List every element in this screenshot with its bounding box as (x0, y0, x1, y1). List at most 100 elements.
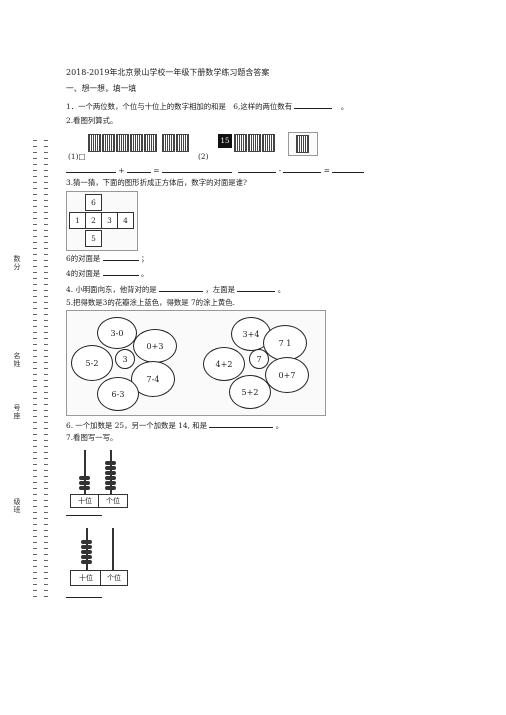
margin-char: 号 (13, 404, 21, 412)
margin-dash (33, 170, 37, 171)
cube-net-figure: 6 1 2 3 4 5 (66, 191, 138, 251)
answer-blank[interactable] (294, 100, 333, 109)
margin-dash (44, 242, 48, 243)
margin-dash (33, 152, 37, 153)
answer-line-3a: 6的对面是 ； (66, 252, 148, 264)
margin-dash (33, 212, 37, 213)
margin-dash (33, 410, 37, 411)
margin-dash (44, 344, 48, 345)
margin-dash (44, 230, 48, 231)
margin-dash (33, 452, 37, 453)
flower-center: 7 (249, 349, 269, 369)
question-4: 4. 小明面向东，他背对的是 ，左面是 。 (66, 283, 285, 295)
margin-dashes-left (33, 140, 37, 600)
margin-dash (44, 554, 48, 555)
margin-dash (33, 518, 37, 519)
answer-blank[interactable] (102, 252, 139, 261)
margin-dash (44, 452, 48, 453)
answer-blank[interactable] (66, 515, 102, 516)
margin-dash (44, 362, 48, 363)
margin-dash (44, 164, 48, 165)
stick-bundle-icon (130, 134, 143, 152)
margin-dash (44, 338, 48, 339)
margin-dash (33, 278, 37, 279)
margin-dash (33, 314, 37, 315)
margin-dash (44, 536, 48, 537)
margin-dash (44, 314, 48, 315)
answer-blank[interactable] (66, 164, 116, 173)
flower-petal[interactable]: 0+3 (133, 329, 177, 363)
question-4-mid: ，左面是 (205, 285, 235, 294)
flower-petal[interactable]: 7 1 (263, 325, 307, 361)
plus-sign: + (118, 166, 125, 175)
place-label: 个位 (98, 494, 128, 508)
margin-dash (44, 518, 48, 519)
margin-dash (44, 158, 48, 159)
margin-dash (44, 194, 48, 195)
margin-dash (44, 590, 48, 591)
margin-dash (44, 416, 48, 417)
margin-dash (33, 488, 37, 489)
answer-blank[interactable] (238, 164, 277, 173)
abacus-bead (81, 540, 92, 544)
margin-dash (44, 200, 48, 201)
margin-char: 数 (13, 255, 21, 263)
margin-dash (33, 248, 37, 249)
abacus-bead (79, 476, 90, 480)
abacus-bead (105, 476, 116, 480)
answer-blank[interactable] (237, 283, 276, 292)
answer-blank[interactable] (332, 164, 365, 173)
margin-dash (33, 482, 37, 483)
margin-dash (33, 266, 37, 267)
margin-dash (44, 266, 48, 267)
margin-dash (44, 530, 48, 531)
flower-petal[interactable]: 4+2 (203, 347, 245, 381)
margin-dash (44, 170, 48, 171)
margin-dash (33, 374, 37, 375)
answer-blank[interactable] (102, 267, 139, 276)
flower-petal[interactable]: 5+2 (229, 375, 271, 409)
answer-blank[interactable] (126, 164, 151, 173)
margin-label-name: 名 姓 (13, 352, 21, 368)
margin-dash (33, 194, 37, 195)
abacus-bead (105, 461, 116, 465)
net-cell: 3 (101, 212, 118, 229)
margin-dash (33, 236, 37, 237)
page-title: 2018-2019年北京景山学校一年级下册数学练习题含答案 (66, 68, 270, 77)
abacus-bead (105, 466, 116, 470)
margin-dashes-right (44, 140, 48, 600)
flower-petal[interactable]: 0+7 (265, 357, 309, 393)
question-5: 5.把得数是3的花瓣涂上蓝色，得数是 7的涂上黄色. (66, 298, 235, 307)
margin-dash (44, 542, 48, 543)
margin-label-class: 级 班 (13, 498, 21, 514)
abacus-bead (105, 471, 116, 475)
answer-blank[interactable] (283, 164, 322, 173)
margin-dash (44, 488, 48, 489)
margin-dash (33, 464, 37, 465)
answer-blank[interactable] (66, 597, 102, 598)
margin-dash (33, 146, 37, 147)
abacus-bead (81, 545, 92, 549)
flower-petal[interactable]: 6-3 (97, 377, 139, 411)
margin-dash (33, 386, 37, 387)
margin-dash (44, 566, 48, 567)
margin-dash (33, 290, 37, 291)
margin-dash (33, 140, 37, 141)
margin-char: 座 (13, 412, 21, 420)
margin-dash (44, 434, 48, 435)
question-7: 7.看图写一写。 (66, 433, 118, 442)
margin-dash (44, 356, 48, 357)
margin-dash (44, 410, 48, 411)
answer-blank[interactable] (161, 164, 232, 173)
margin-dash (44, 368, 48, 369)
margin-dash (33, 530, 37, 531)
margin-dash (44, 422, 48, 423)
flower-petal[interactable]: 3+4 (231, 317, 271, 351)
margin-dash (33, 368, 37, 369)
flower-petal[interactable]: 5-2 (71, 345, 113, 381)
flower-petal[interactable]: 3-0 (97, 317, 137, 349)
answer-blank[interactable] (159, 283, 204, 292)
answer-blank[interactable] (209, 419, 274, 428)
margin-dash (44, 584, 48, 585)
margin-dash (33, 584, 37, 585)
